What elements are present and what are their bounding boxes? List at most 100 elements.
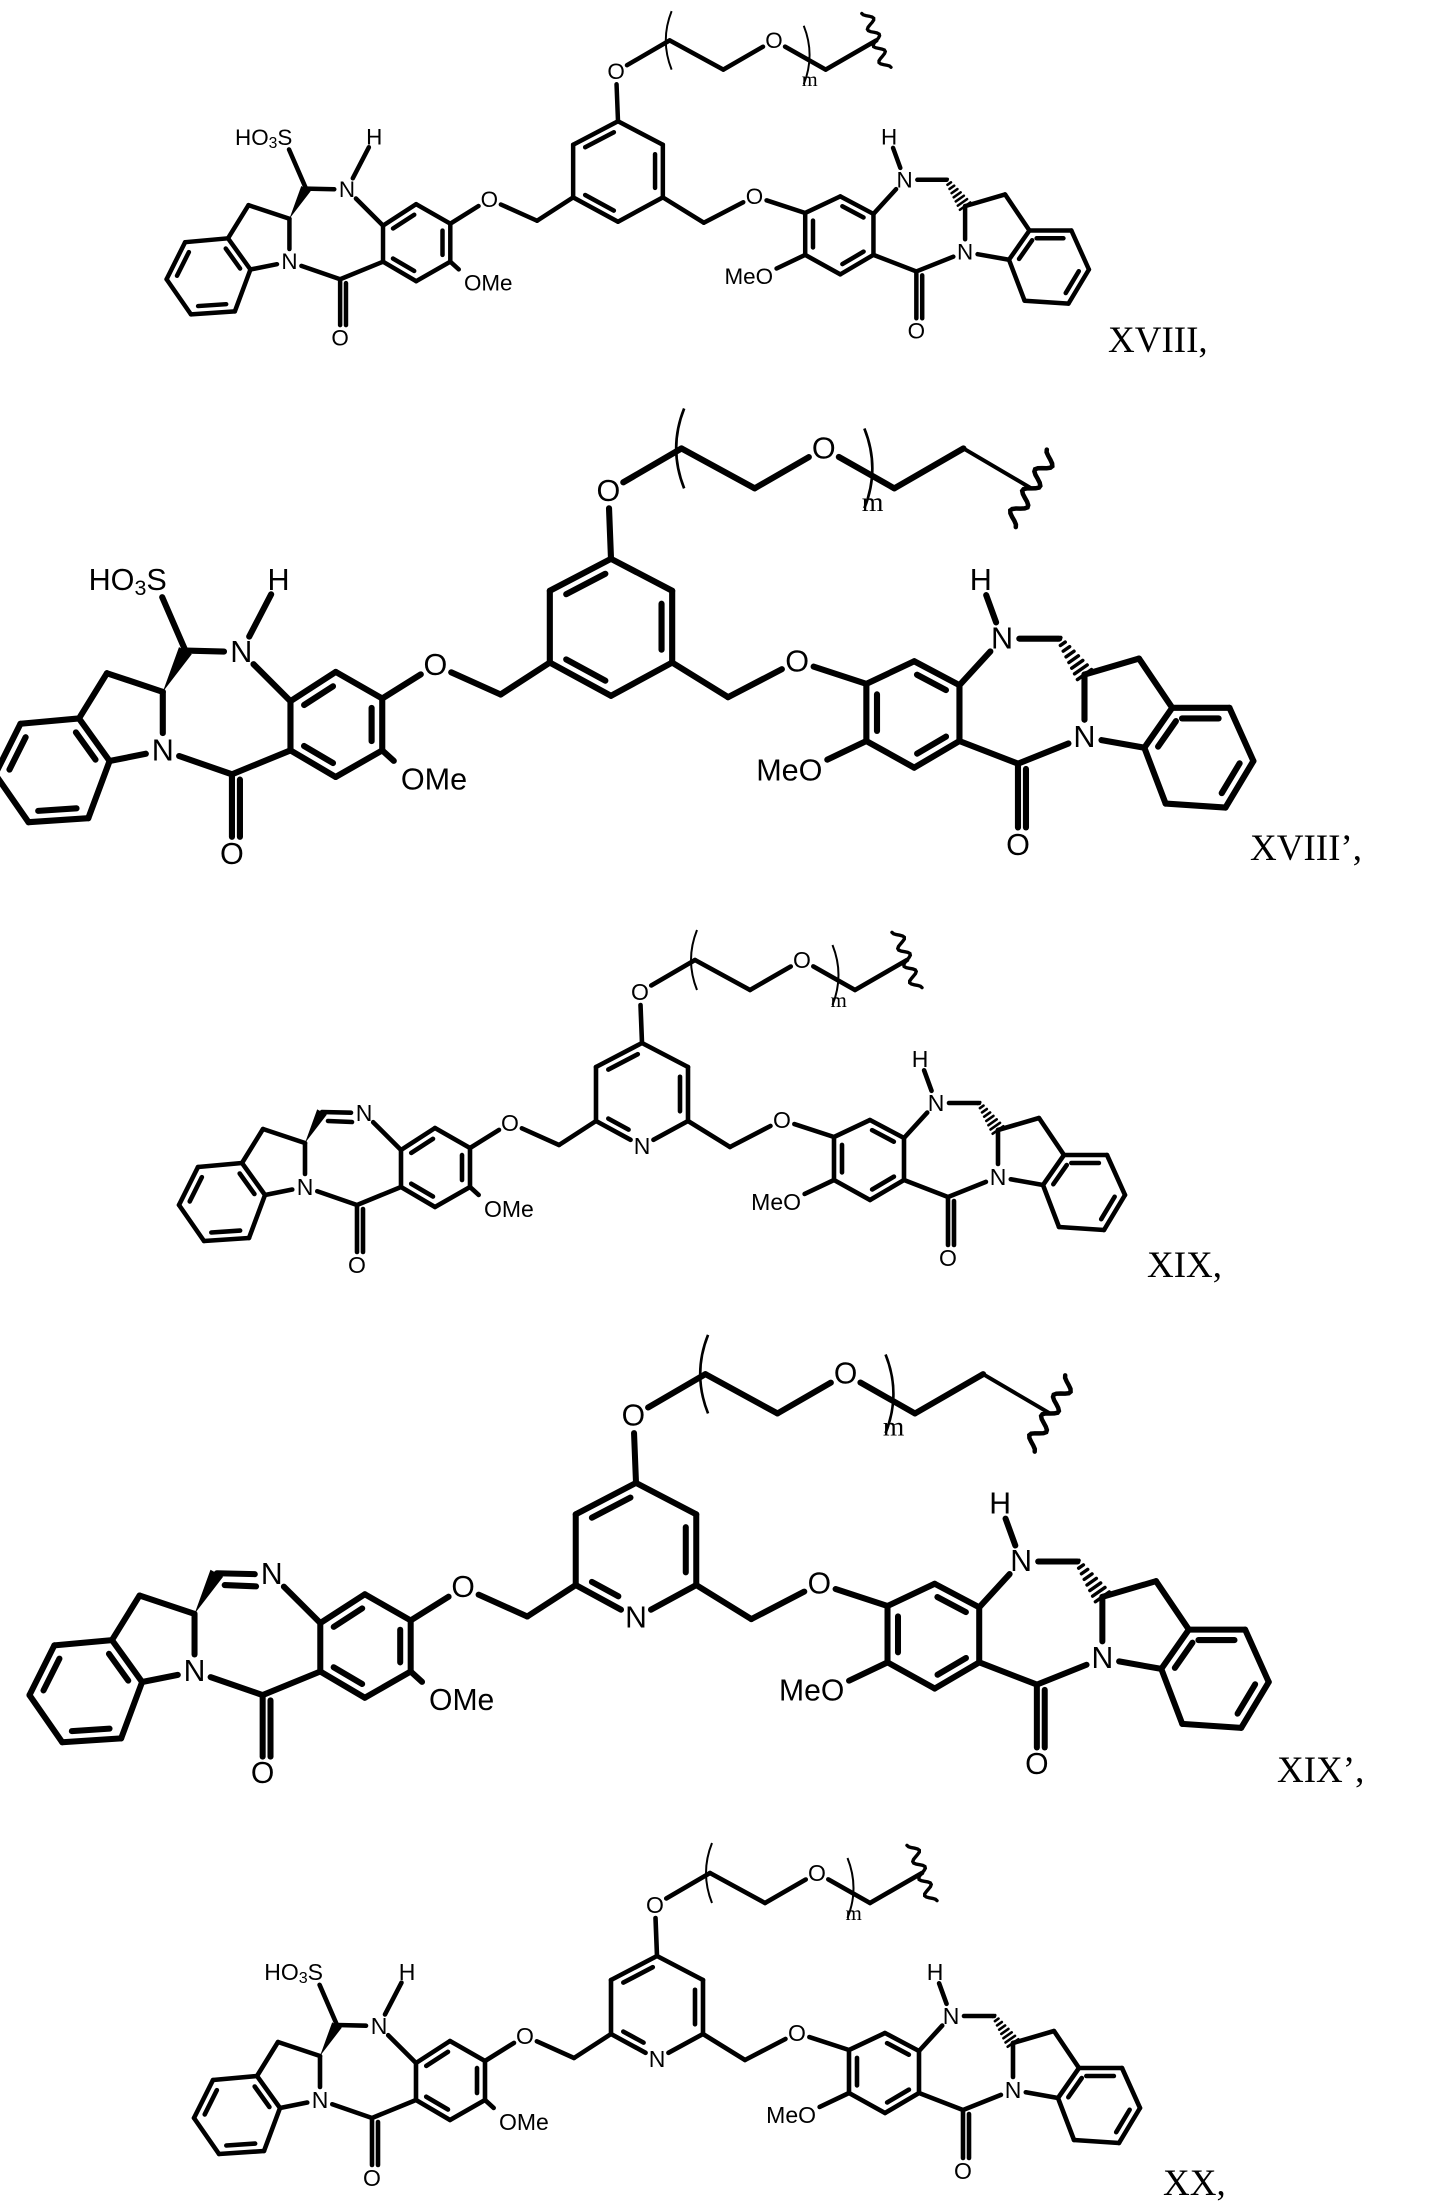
central-ring-bond — [636, 1483, 696, 1514]
diazepine-bond — [253, 664, 290, 701]
methoxy-right-unit: MeO — [779, 1675, 844, 1708]
peg-bond — [785, 47, 826, 70]
a-ring-bond — [365, 1672, 411, 1698]
repeat-index-m: m — [883, 1411, 904, 1442]
linker-bond — [745, 2039, 785, 2060]
peg-bond — [723, 47, 763, 70]
indoline-benzene-bond — [1245, 1630, 1269, 1682]
n10-right: N — [991, 622, 1013, 656]
sulfonate-bond — [289, 149, 306, 188]
linker-bond — [479, 1595, 528, 1617]
ether-oxygen-left: O — [481, 187, 498, 212]
linker-bond — [703, 2034, 745, 2060]
peg-bond — [855, 960, 907, 990]
pyrrolidine-bond — [978, 254, 1009, 260]
n10-left: N — [371, 2013, 388, 2039]
carbonyl-oxygen-left: O — [220, 837, 244, 871]
peg-bond — [813, 966, 855, 990]
sulfonate-s: S — [146, 563, 166, 597]
amine-hydrogen-right: H — [989, 1487, 1011, 1520]
n10-right: N — [1010, 1545, 1032, 1578]
peg-bond — [695, 960, 750, 990]
stereo-wedge-left — [289, 186, 310, 219]
ether-oxygen-left: O — [516, 2023, 534, 2049]
methoxy-bond — [849, 1662, 887, 1680]
compound-label-xviii: XVIII, — [1108, 320, 1208, 361]
amine-hydrogen-right: H — [927, 1959, 944, 1985]
attachment-wavy-line — [1010, 450, 1052, 527]
ether-bond — [656, 1918, 657, 1956]
amine-hydrogen-left: H — [366, 124, 382, 149]
repeat-index-m: m — [846, 1901, 862, 1925]
carbonyl-oxygen-left: O — [331, 325, 348, 350]
linker-bond — [527, 1585, 575, 1616]
diazepine-bond — [373, 1122, 401, 1150]
sulfonate-subscript: 3 — [269, 134, 278, 151]
ether-oxygen-top: O — [631, 979, 649, 1005]
linker-bond — [794, 1124, 834, 1137]
diazepine-bond — [919, 2026, 942, 2051]
n10-right: N — [943, 2003, 960, 2029]
methoxy-left-unit: OMe — [499, 2109, 549, 2135]
methoxy-bond — [450, 262, 458, 270]
methoxy-bond — [827, 741, 866, 760]
linker-bond — [574, 2034, 611, 2058]
pyrrolidine-bond — [1119, 1661, 1161, 1668]
ether-oxygen-top: O — [596, 474, 620, 508]
linker-bond — [522, 1128, 559, 1145]
double-bond-inner — [72, 1729, 110, 1732]
indoline-benzene-bond — [121, 1682, 142, 1738]
linker-bond — [767, 200, 806, 213]
ether-bond — [634, 1433, 636, 1483]
indoline-benzene-bond — [88, 761, 109, 818]
peg-bond — [828, 1879, 870, 1903]
a-ring-bond — [435, 1128, 470, 1148]
pyridine-nitrogen: N — [625, 1601, 647, 1634]
ether-oxygen-top: O — [607, 59, 624, 84]
ether-oxygen-top: O — [646, 1892, 664, 1918]
amide-bond — [263, 1672, 321, 1696]
pyrrolidine-bond — [265, 1190, 292, 1195]
pyrrolidine-bond — [1026, 2092, 1058, 2098]
b-ring-bond — [888, 1584, 935, 1606]
linker-bond — [559, 1121, 596, 1145]
indoline-benzene-bond — [62, 1738, 121, 1742]
compound-labels-layer: XVIII, XVIII’, XIX, XIX’, XX, — [1108, 320, 1364, 2203]
central-ring-bond — [618, 121, 663, 144]
peg-oxygen: O — [808, 1860, 826, 1886]
pyrrolidine-bond — [1011, 1179, 1043, 1185]
methoxy-bond — [777, 255, 806, 269]
b-ring-bond — [870, 1120, 904, 1138]
peg-bond — [710, 1873, 765, 1903]
stereo-wedge-left — [305, 1109, 327, 1143]
pyrrolidine-bond — [1039, 1118, 1064, 1155]
indoline-nitrogen-left: N — [184, 1655, 206, 1688]
peg-bond — [755, 457, 809, 488]
peg-bond — [777, 1383, 830, 1414]
nh-bond — [924, 1070, 931, 1091]
methoxy-bond — [470, 1187, 479, 1195]
b-ring-bond — [840, 196, 873, 214]
structure-xviii: OOOMeNHHO3SNOOMeONHNOOm — [167, 11, 1089, 350]
repeat-index-m: m — [802, 69, 818, 91]
pyrrolidine-bond — [257, 2042, 278, 2076]
amine-hydrogen-left: H — [267, 563, 289, 597]
peg-bond — [651, 960, 695, 985]
peg-bond — [894, 448, 963, 488]
indoline-benzene-bond — [20, 718, 79, 723]
ether-oxygen-right: O — [788, 2020, 806, 2046]
pyrrolidine-bond — [248, 205, 289, 219]
pyrrolidine-bond — [110, 754, 146, 761]
indoline-benzene-bond — [29, 1695, 62, 1742]
peg-bond — [826, 40, 877, 69]
pyrrolidine-bond — [1005, 194, 1029, 230]
indoline-nitrogen-left: N — [281, 249, 297, 274]
structure-xix-prime: NOOOMeNNOOMeONHNOOm — [29, 1335, 1268, 1790]
linker-bond — [696, 1585, 751, 1619]
indoline-nitrogen-left: N — [152, 733, 174, 767]
pyrrolidine-bond — [965, 194, 1005, 206]
methoxy-left-unit: OMe — [429, 1684, 494, 1717]
linker-bond — [485, 2043, 514, 2061]
sulfonate-ho: HO — [89, 563, 135, 597]
methoxy-right-unit: MeO — [756, 753, 822, 787]
